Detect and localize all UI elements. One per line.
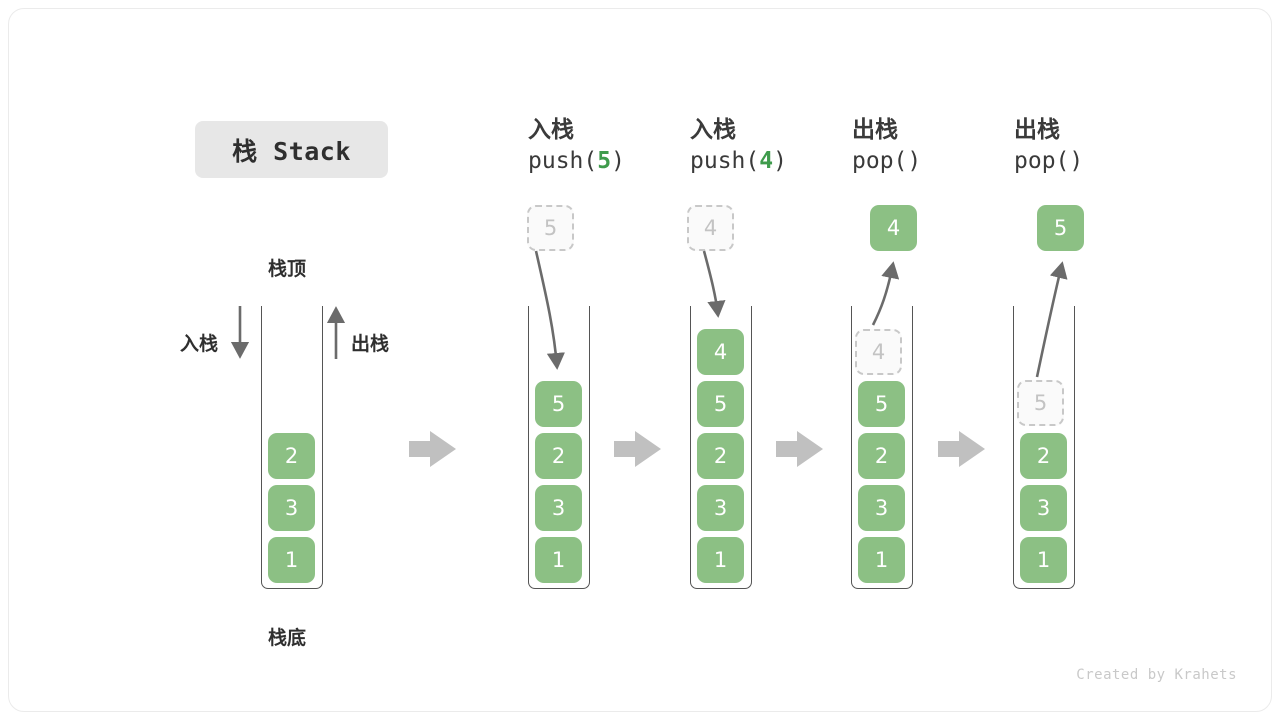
header-arg: 5 (597, 148, 612, 174)
pop-side-label: 出栈 (351, 333, 390, 355)
column-header-pop-1: 出栈 pop() (852, 115, 921, 177)
stack-cell: 3 (1020, 485, 1067, 531)
stack-bottom-label: 栈底 (268, 627, 307, 649)
stack-cell: 2 (268, 433, 315, 479)
credit-text: Created by Krahets (1076, 667, 1237, 683)
header-operation-code: push(4) (690, 148, 787, 174)
stack-cell: 5 (858, 381, 905, 427)
stage-arrow-4 (938, 431, 985, 467)
diagram-title: 栈 Stack (195, 121, 388, 178)
stack-cell: 4 (697, 329, 744, 375)
stage-arrow-1 (409, 431, 456, 467)
popped-cell: 4 (870, 205, 917, 251)
column-header-pop-2: 出栈 pop() (1014, 115, 1083, 177)
push-side-label: 入栈 (180, 333, 219, 355)
stack-container-push-4 (690, 306, 752, 589)
column-header-push-5: 入栈 push(5) (528, 115, 625, 177)
stack-cell: 3 (858, 485, 905, 531)
stack-cell: 1 (697, 537, 744, 583)
header-operation-code: pop() (852, 148, 922, 174)
incoming-ghost-cell: 4 (687, 205, 734, 251)
header-operation-code: push(5) (528, 148, 625, 174)
stack-container-initial (261, 306, 323, 589)
stack-cell: 2 (535, 433, 582, 479)
stack-container-pop-2 (1013, 306, 1075, 589)
stack-top-label: 栈顶 (268, 258, 307, 280)
stack-container-pop-1 (851, 306, 913, 589)
column-header-push-4: 入栈 push(4) (690, 115, 787, 177)
stack-cell: 2 (1020, 433, 1067, 479)
header-operation-cn: 入栈 (690, 117, 736, 143)
diagram-card: 栈 Stack 栈顶 栈底 入栈 出栈 2 3 1 入栈 push(5) 5 5… (8, 8, 1272, 712)
stack-cell: 3 (268, 485, 315, 531)
stack-cell: 3 (697, 485, 744, 531)
stack-cell: 2 (858, 433, 905, 479)
stage-arrow-3 (776, 431, 823, 467)
popped-cell: 5 (1037, 205, 1084, 251)
stack-cell: 1 (858, 537, 905, 583)
stack-cell: 2 (697, 433, 744, 479)
stack-cell: 1 (268, 537, 315, 583)
header-arg: 4 (759, 148, 774, 174)
stack-cell: 5 (535, 381, 582, 427)
stack-cell: 5 (697, 381, 744, 427)
removed-ghost-cell: 4 (855, 329, 902, 375)
incoming-ghost-cell: 5 (527, 205, 574, 251)
stack-cell: 1 (535, 537, 582, 583)
header-operation-cn: 出栈 (1014, 117, 1060, 143)
header-operation-cn: 出栈 (852, 117, 898, 143)
stack-cell: 3 (535, 485, 582, 531)
stage-arrow-2 (614, 431, 661, 467)
stack-cell: 1 (1020, 537, 1067, 583)
header-operation-cn: 入栈 (528, 117, 574, 143)
stack-container-push-5 (528, 306, 590, 589)
removed-ghost-cell: 5 (1017, 380, 1064, 426)
header-operation-code: pop() (1014, 148, 1084, 174)
